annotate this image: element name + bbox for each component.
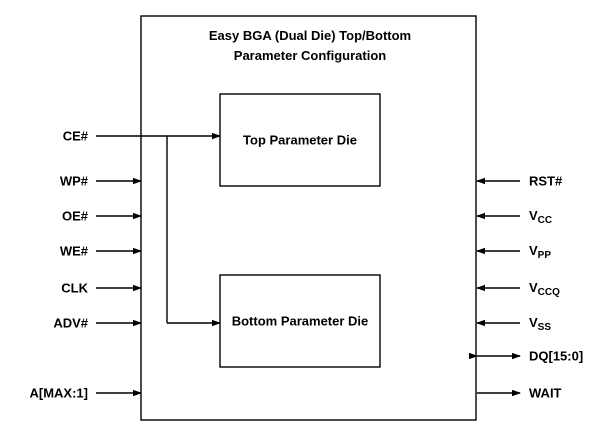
signal-label-wait: WAIT [529,387,562,400]
signal-label-vpp: VPP [529,243,552,261]
signal-label-vccq-subscript: CCQ [537,287,560,298]
bottom-parameter-die-label: Bottom Parameter Die [231,313,369,329]
signal-label-vcc-subscript: CC [537,215,553,226]
signal-label-vss-subscript: SS [537,322,552,333]
diagram-title-line-1: Easy BGA (Dual Die) Top/Bottom [208,28,412,43]
diagram-title: Easy BGA (Dual Die) Top/Bottom Parameter… [150,26,470,66]
top-parameter-die-box [219,93,381,187]
signal-label-vss: VSS [529,315,552,333]
signal-label-vpp-text: V [529,243,538,258]
signal-label-amax: A[MAX:1] [29,385,89,401]
bottom-parameter-die-box [219,274,381,368]
signal-label-vccq-text: V [529,280,538,295]
signal-label-vss-text: V [529,315,538,330]
signal-label-oe: OE# [61,208,88,224]
signal-label-dq: DQ[15:0] [529,350,583,363]
signal-label-rst: RST# [529,175,562,188]
signal-label-vccq: VCCQ [529,280,560,298]
signal-label-wait-text: WAIT [529,385,562,401]
top-parameter-die-label: Top Parameter Die [243,132,357,148]
signal-label-dq-text: DQ[15:0] [529,348,584,364]
signal-label-ce: CE# [62,128,88,144]
signal-label-vcc-text: V [529,208,538,223]
signal-label-clk: CLK [61,280,88,296]
signal-label-vpp-subscript: PP [537,250,552,261]
signal-label-vcc: VCC [529,208,553,226]
signal-label-adv: ADV# [53,315,88,331]
diagram-title-line-2: Parameter Configuration [233,48,387,64]
signal-label-wp: WP# [59,173,88,189]
signal-label-rst-text: RST# [529,173,563,189]
signal-label-we: WE# [59,243,88,259]
